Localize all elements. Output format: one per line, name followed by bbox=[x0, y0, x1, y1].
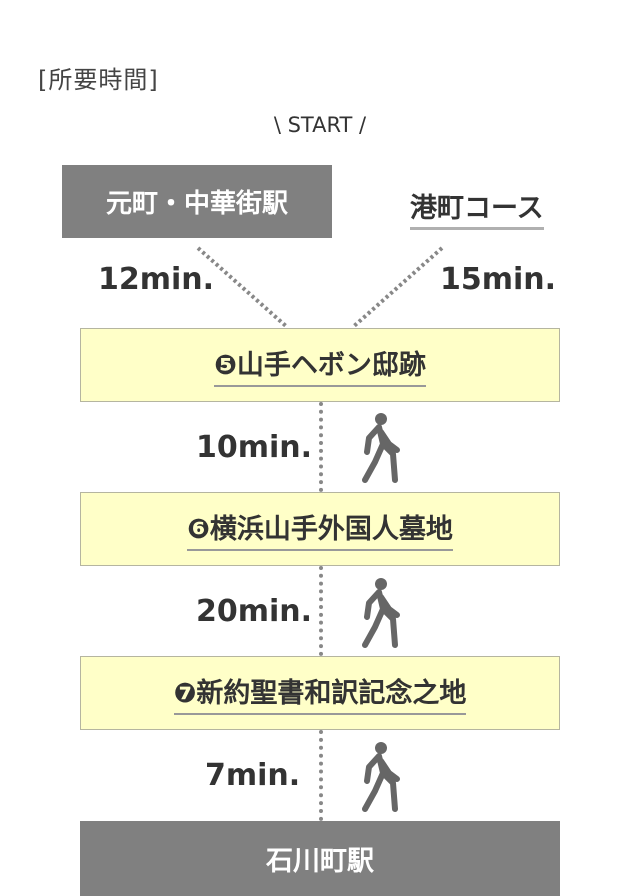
leg-time-10: 10min. bbox=[196, 430, 313, 465]
leg-time-15: 15min. bbox=[440, 262, 557, 297]
spot-link-5[interactable]: ❺山手ヘボン邸跡 bbox=[214, 343, 426, 387]
dotted-connector bbox=[319, 566, 323, 656]
walking-person-icon bbox=[362, 413, 400, 483]
spot-box-7: ❼新約聖書和訳記念之地 bbox=[80, 656, 560, 730]
destination-station-box: 石川町駅 bbox=[80, 821, 560, 896]
leg-time-20: 20min. bbox=[196, 594, 313, 629]
dotted-connector bbox=[319, 730, 323, 821]
spot-link-7[interactable]: ❼新約聖書和訳記念之地 bbox=[173, 671, 467, 715]
section-heading: [所要時間] bbox=[38, 66, 159, 94]
leg-time-7: 7min. bbox=[205, 758, 301, 793]
dotted-connector bbox=[319, 402, 323, 492]
walking-person-icon bbox=[362, 742, 400, 812]
spot-link-6[interactable]: ❻横浜山手外国人墓地 bbox=[187, 507, 453, 551]
walking-person-icon bbox=[362, 578, 400, 648]
course-link[interactable]: 港町コース bbox=[410, 186, 544, 230]
start-label: \ START / bbox=[273, 113, 367, 137]
diagonal-connectors bbox=[196, 246, 444, 329]
spot-box-6: ❻横浜山手外国人墓地 bbox=[80, 492, 560, 566]
leg-time-12: 12min. bbox=[98, 262, 215, 297]
spot-box-5: ❺山手ヘボン邸跡 bbox=[80, 328, 560, 402]
origin-station-box: 元町・中華街駅 bbox=[62, 165, 332, 238]
